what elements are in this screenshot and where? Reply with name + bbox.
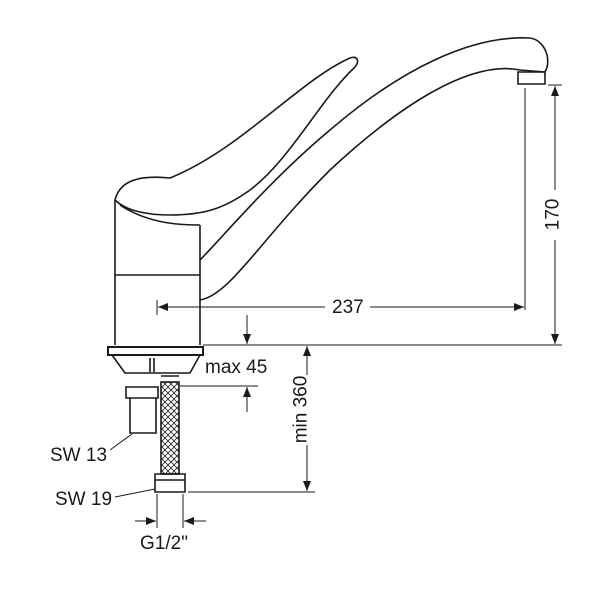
aerator — [517, 71, 546, 85]
dim-min360-label: min 360 — [290, 375, 312, 444]
dim-170-label: 170 — [542, 198, 564, 231]
faucet-body — [114, 200, 201, 345]
dim-237-label: 237 — [330, 297, 366, 318]
valve — [125, 386, 159, 434]
dim-max45-label: max 45 — [205, 357, 268, 378]
thread-label: G1/2" — [140, 533, 188, 554]
hose — [160, 381, 180, 475]
sw19-label: SW 19 — [55, 489, 113, 510]
base-plate — [107, 346, 204, 356]
sw13-label: SW 13 — [50, 445, 108, 466]
leader-sw19 — [114, 488, 156, 498]
lever-handle — [114, 56, 359, 216]
leader-sw13 — [109, 433, 133, 451]
spout — [199, 37, 549, 301]
hose-nut — [154, 473, 186, 493]
